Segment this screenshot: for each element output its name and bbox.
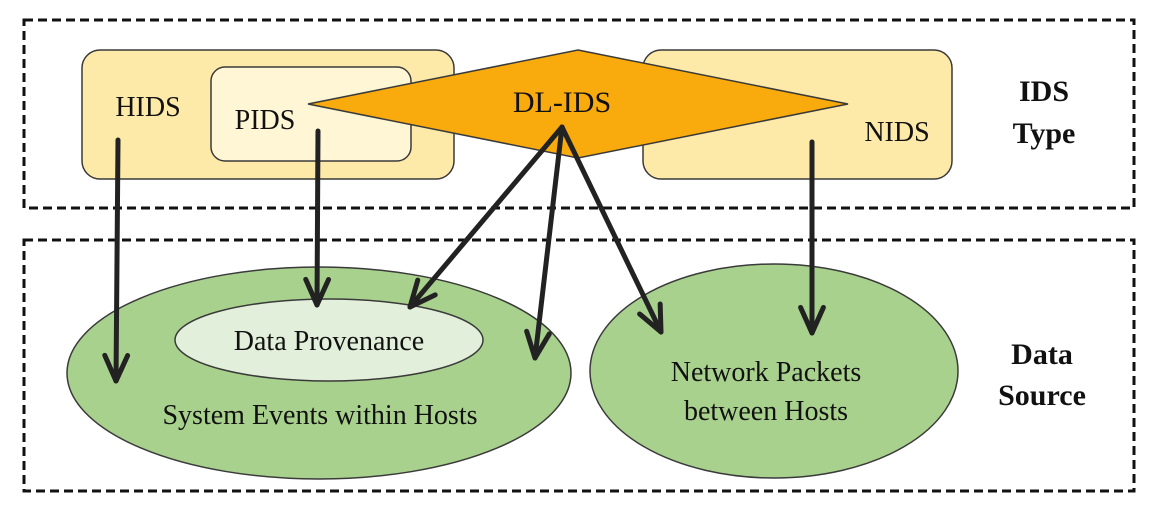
arrow-nids-to-network-packets-head	[798, 304, 826, 336]
system-events-label: System Events within Hosts	[162, 400, 477, 431]
arrow-hids-to-system-events	[102, 137, 131, 384]
arrow-pids-to-data-provenance-head	[303, 276, 332, 308]
ids-type-heading-line2: Type	[1013, 117, 1076, 150]
arrow-dl-ids-to-system-events-head	[524, 328, 552, 361]
arrow-dl-ids-to-system-events-shaft	[532, 124, 565, 361]
arrow-dl-ids-to-data-provenance-head	[407, 277, 438, 310]
network-packets-label-line2: between Hosts	[684, 396, 848, 427]
hids-label: HIDS	[115, 92, 180, 123]
arrow-dl-ids-to-network-packets	[559, 124, 664, 335]
arrow-pids-to-data-provenance	[303, 128, 332, 308]
arrow-dl-ids-to-network-packets-head	[637, 301, 664, 335]
data-source-heading-line1: Data	[1011, 338, 1073, 371]
nids-label: NIDS	[864, 117, 929, 148]
data-source-heading-line2: Source	[998, 379, 1086, 412]
arrow-dl-ids-to-network-packets-shaft	[559, 124, 664, 335]
arrow-dl-ids-to-data-provenance	[407, 124, 565, 310]
arrow-dl-ids-to-data-provenance-shaft	[407, 124, 565, 310]
network-packets-ellipse	[589, 263, 959, 479]
dl-ids-label: DL-IDS	[513, 86, 611, 119]
arrow-nids-to-network-packets	[798, 139, 826, 336]
ids-type-group-border	[22, 18, 1136, 210]
arrow-hids-to-system-events-head	[102, 352, 131, 384]
network-packets-label-line1: Network Packets	[671, 357, 862, 388]
data-source-group-border	[22, 238, 1136, 493]
data-provenance-label: Data Provenance	[234, 326, 424, 357]
data-provenance-ellipse	[174, 298, 484, 382]
arrow-hids-to-system-events-shaft	[113, 137, 121, 384]
arrow-pids-to-data-provenance-shaft	[314, 128, 321, 308]
arrow-dl-ids-to-system-events	[524, 124, 565, 361]
pids-label: PIDS	[235, 105, 296, 136]
arrows-group	[102, 124, 826, 384]
ids-type-heading-line1: IDS	[1019, 75, 1069, 108]
